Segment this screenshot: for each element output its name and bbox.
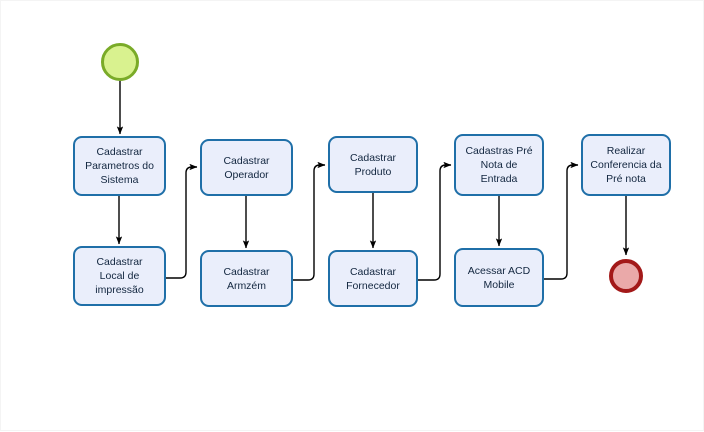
- edge-local-impressao-to-operador: [166, 163, 198, 279]
- task-acessar-acd-mobile[interactable]: Acessar ACD Mobile: [454, 248, 544, 307]
- task-cadastras-pre-nota-de-entrada[interactable]: Cadastras Pré Nota de Entrada: [454, 134, 544, 196]
- task-cadastrar-local-de-impressao[interactable]: Cadastrar Local de impressão: [73, 246, 166, 306]
- edge-fornecedor-to-pre-nota: [418, 161, 452, 281]
- task-cadastrar-fornecedor[interactable]: Cadastrar Fornecedor: [328, 250, 418, 307]
- start-event[interactable]: [101, 43, 139, 81]
- task-realizar-conferencia-da-pre-nota[interactable]: Realizar Conferencia da Pré nota: [581, 134, 671, 196]
- task-cadastrar-parametros-do-sistema[interactable]: Cadastrar Parametros do Sistema: [73, 136, 166, 196]
- task-cadastrar-armzem[interactable]: Cadastrar Armzém: [200, 250, 293, 307]
- end-event[interactable]: [609, 259, 643, 293]
- task-cadastrar-operador[interactable]: Cadastrar Operador: [200, 139, 293, 196]
- task-cadastrar-produto[interactable]: Cadastrar Produto: [328, 136, 418, 193]
- edge-armzem-to-produto: [293, 161, 326, 281]
- edge-acd-mobile-to-conferencia: [544, 161, 579, 280]
